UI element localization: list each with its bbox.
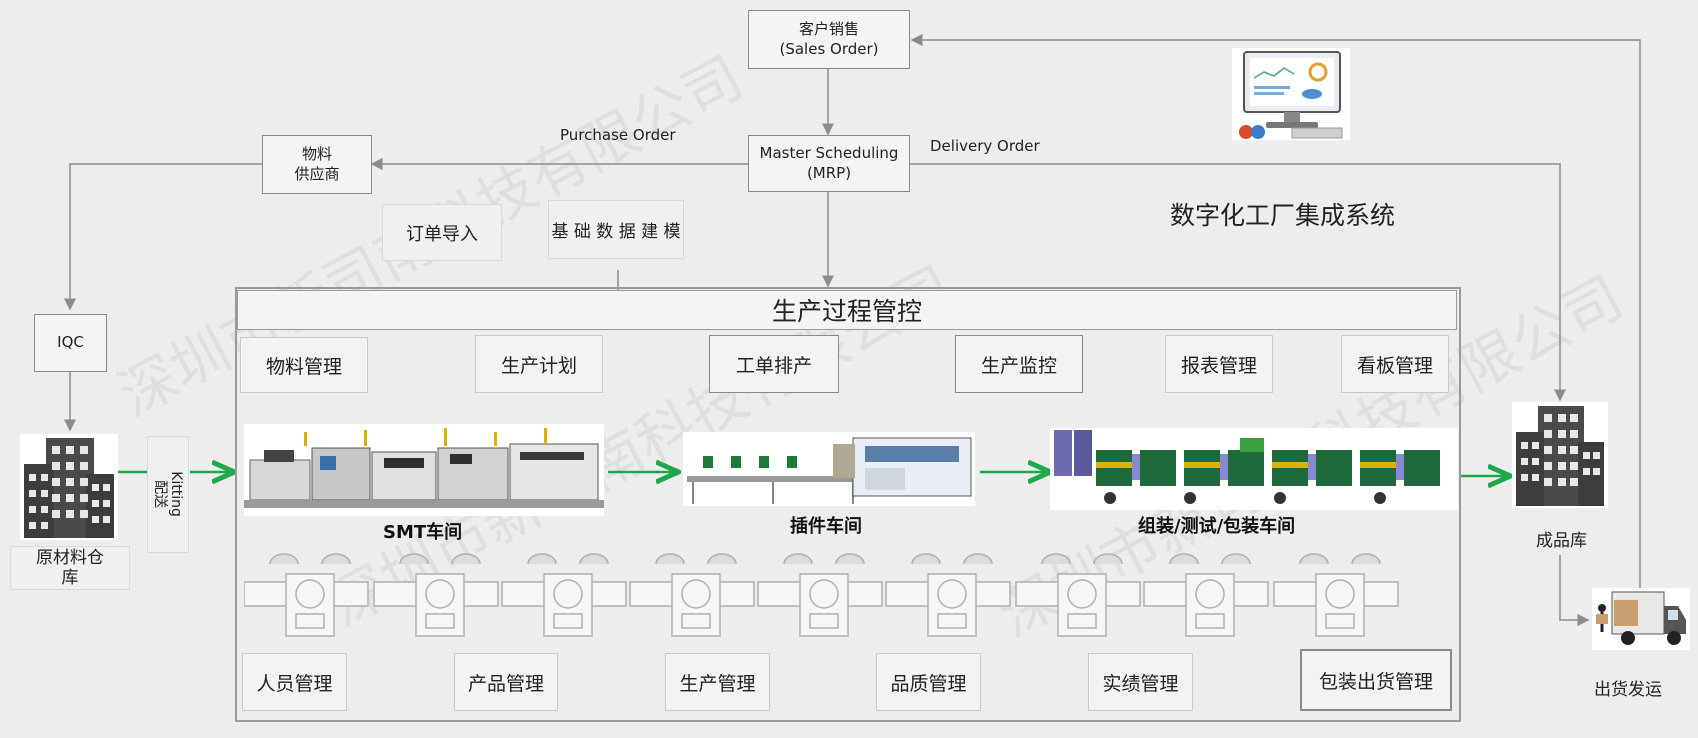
- operator-stations: [244, 553, 1399, 637]
- module-packing-shipping: 包装出货管理: [1300, 649, 1452, 711]
- kitting-box: Kitting 配送: [147, 436, 189, 553]
- sales-order-sublabel: (Sales Order): [779, 39, 879, 58]
- order-import-box: 订单导入: [382, 204, 502, 261]
- process-control-frame: [235, 287, 1461, 722]
- module-personnel: 人员管理: [242, 653, 347, 711]
- system-title: 数字化工厂集成系统: [1170, 201, 1396, 230]
- module-kanban: 看板管理: [1341, 335, 1449, 393]
- module-reports: 报表管理: [1165, 335, 1273, 393]
- workshop-smt: SMT车间: [383, 522, 463, 543]
- supplier-box: 物料 供应商: [262, 135, 372, 194]
- iqc-box: IQC: [34, 314, 107, 372]
- sales-order-label: 客户销售: [798, 20, 859, 38]
- workshop-assembly: 组装/测试/包装车间: [1138, 516, 1296, 537]
- delivery-truck-icon: [1592, 588, 1690, 650]
- mrp-sublabel: (MRP): [806, 163, 852, 182]
- raw-warehouse-label: 原材料仓 库: [10, 546, 130, 590]
- module-production: 生产管理: [665, 653, 770, 711]
- module-product: 产品管理: [454, 653, 558, 711]
- sales-order-box: 客户销售 (Sales Order): [748, 10, 910, 69]
- kitting-label: Kitting: [168, 471, 185, 518]
- purchase-order-label: Purchase Order: [560, 126, 676, 144]
- finished-warehouse-label: 成品库: [1536, 531, 1587, 551]
- module-work-order-schedule: 工单排产: [709, 335, 839, 393]
- module-material: 物料管理: [240, 337, 368, 393]
- assembly-line-image: [1050, 428, 1458, 510]
- workshop-insertion: 插件车间: [790, 516, 862, 537]
- raw-warehouse-line1: 原材料仓: [36, 547, 104, 568]
- insertion-line-image: [683, 432, 975, 506]
- process-control-title: 生产过程管控: [771, 297, 922, 326]
- base-data-box: 基 础 数 据 建 模: [548, 200, 684, 259]
- module-performance: 实绩管理: [1088, 653, 1193, 711]
- supplier-label: 物料: [301, 145, 332, 163]
- raw-warehouse-line2: 库: [61, 568, 79, 588]
- shipping-label: 出货发运: [1594, 680, 1662, 700]
- supplier-sublabel: 供应商: [294, 164, 340, 183]
- kitting-sublabel: 配送: [152, 480, 169, 509]
- delivery-order-label: Delivery Order: [930, 137, 1040, 155]
- module-quality: 品质管理: [876, 653, 981, 711]
- mrp-box: Master Scheduling (MRP): [748, 135, 910, 192]
- dashboard-monitor-icon: [1232, 48, 1350, 140]
- module-production-monitor: 生产监控: [955, 335, 1083, 393]
- raw-warehouse-building-icon: [20, 434, 118, 540]
- process-control-header: 生产过程管控: [237, 290, 1457, 330]
- smt-line-image: [244, 424, 604, 516]
- finished-warehouse-building-icon: [1512, 402, 1608, 508]
- mrp-label: Master Scheduling: [759, 144, 899, 162]
- module-production-plan: 生产计划: [475, 335, 603, 393]
